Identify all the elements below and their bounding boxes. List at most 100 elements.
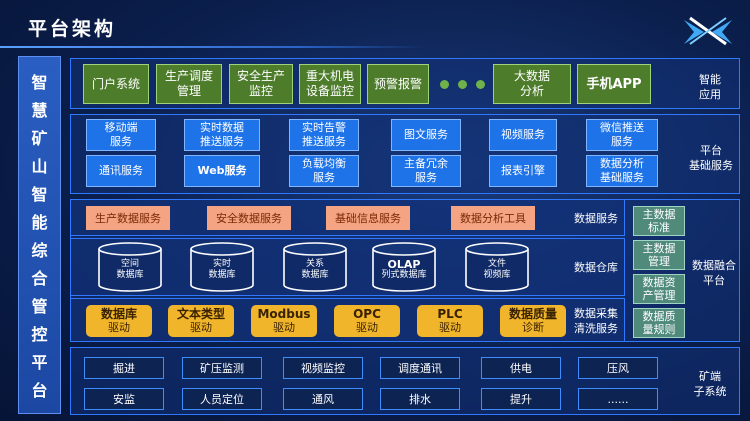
subsystem-box[interactable]: ...... — [578, 388, 658, 410]
data-service-box[interactable]: 基础信息服务 — [326, 206, 410, 230]
database-label: 实时数据库 — [188, 259, 256, 281]
driver-type: 驱动 — [439, 321, 461, 334]
base-service-box[interactable]: 主备冗余 服务 — [391, 155, 461, 187]
box-label: 微信推送 服务 — [600, 121, 644, 148]
data-service-box[interactable]: 数据分析工具 — [451, 206, 535, 230]
box-label: 视频监控 — [301, 362, 345, 375]
column-char: 慧 — [31, 101, 48, 120]
database-cylinder[interactable]: 关系数据库 — [281, 242, 349, 292]
database-icon — [465, 242, 529, 292]
subsystem-box[interactable]: 压风 — [578, 357, 658, 379]
driver-name: 数据库 — [100, 307, 137, 321]
base-service-box[interactable]: 报表引擎 — [489, 155, 557, 187]
subsystem-box[interactable]: 视频监控 — [283, 357, 363, 379]
base-service-box[interactable]: 通讯服务 — [86, 155, 156, 187]
database-label: 空间数据库 — [96, 259, 164, 281]
database-label-line1: 关系 — [305, 259, 324, 269]
database-cylinder[interactable]: 实时数据库 — [188, 242, 256, 292]
box-label: 通讯服务 — [99, 164, 143, 177]
subsystem-box[interactable]: 安监 — [84, 388, 164, 410]
driver-box[interactable]: 数据质量诊断 — [500, 305, 566, 337]
database-label-line1: 空间 — [120, 259, 139, 269]
data-collect-label: 数据采集 清洗服务 — [566, 306, 626, 336]
box-label: 基础信息服务 — [335, 212, 401, 225]
base-service-box[interactable]: 实时告警 推送服务 — [289, 119, 359, 151]
column-char: 台 — [31, 381, 48, 400]
driver-box[interactable]: 数据库驱动 — [86, 305, 152, 337]
database-label-line1: OLAP — [387, 258, 421, 271]
ellipsis-dot-icon — [458, 80, 467, 89]
master-data-box[interactable]: 数据质 量规则 — [633, 308, 685, 338]
subsystem-box[interactable]: 排水 — [380, 388, 460, 410]
column-char: 平 — [31, 353, 48, 372]
column-char: 智 — [31, 73, 48, 92]
subsystem-box[interactable]: 人员定位 — [182, 388, 262, 410]
subsystem-box[interactable]: 供电 — [481, 357, 561, 379]
app-item-label: 门户系统 — [91, 76, 140, 91]
database-cylinder[interactable]: 文件视频库 — [463, 242, 531, 292]
app-mobile-box[interactable]: 手机APP — [577, 64, 651, 104]
box-label: 负载均衡 服务 — [302, 157, 346, 184]
column-char: 管 — [31, 297, 48, 316]
driver-name: OPC — [353, 307, 381, 321]
base-service-box[interactable]: 实时数据 推送服务 — [184, 119, 260, 151]
base-service-box[interactable]: 视频服务 — [489, 119, 557, 151]
box-label: Web服务 — [197, 164, 247, 177]
subsystem-box[interactable]: 调度通讯 — [380, 357, 460, 379]
box-label: 数据质 量规则 — [642, 310, 676, 336]
base-service-box[interactable]: 移动端 服务 — [86, 119, 156, 151]
layer-label-line: 数据采集 — [574, 307, 618, 320]
base-service-box[interactable]: 数据分析 基础服务 — [586, 155, 658, 187]
data-service-label: 数据服务 — [574, 212, 618, 225]
layer-label-line: 矿端 — [699, 370, 721, 383]
base-service-box[interactable]: Web服务 — [184, 155, 260, 187]
driver-type: 驱动 — [190, 321, 212, 334]
app-equipment-box[interactable]: 重大机电 设备监控 — [299, 64, 361, 104]
subsystem-box[interactable]: 通风 — [283, 388, 363, 410]
box-label: 主数据 标准 — [642, 208, 676, 234]
data-service-box[interactable]: 安全数据服务 — [207, 206, 291, 230]
subsystem-box[interactable]: 提升 — [481, 388, 561, 410]
driver-type: 驱动 — [108, 321, 130, 334]
app-bigdata-box[interactable]: 大数据 分析 — [493, 64, 571, 104]
app-scheduling-box[interactable]: 生产调度 管理 — [156, 64, 222, 104]
box-label: 供电 — [510, 362, 532, 375]
column-char: 山 — [31, 157, 48, 176]
app-alarm-box[interactable]: 预警报警 — [367, 64, 429, 104]
data-service-box[interactable]: 生产数据服务 — [86, 206, 170, 230]
master-data-box[interactable]: 数据资 产管理 — [633, 274, 685, 304]
box-label: 安监 — [113, 393, 135, 406]
database-cylinder[interactable]: 空间数据库 — [96, 242, 164, 292]
box-label: 实时数据 推送服务 — [200, 121, 244, 148]
master-data-box[interactable]: 主数据 标准 — [633, 206, 685, 236]
base-service-box[interactable]: 负载均衡 服务 — [289, 155, 359, 187]
base-service-box[interactable]: 微信推送 服务 — [586, 119, 658, 151]
subsystem-box[interactable]: 矿压监测 — [182, 357, 262, 379]
box-label: ...... — [607, 392, 629, 406]
title-underline — [0, 46, 425, 48]
layer-label-line: 应用 — [699, 88, 721, 101]
box-label: 移动端 服务 — [104, 121, 138, 148]
box-label: 生产数据服务 — [95, 212, 161, 225]
app-portal-box[interactable]: 门户系统 — [83, 64, 149, 104]
box-label: 主数据 管理 — [642, 242, 676, 268]
box-label: 数据资 产管理 — [642, 276, 676, 302]
app-safety-box[interactable]: 安全生产 监控 — [229, 64, 293, 104]
app-item-label: 重大机电 设备监控 — [305, 69, 354, 98]
driver-box[interactable]: 文本类型驱动 — [168, 305, 234, 337]
subsystem-box[interactable]: 掘进 — [84, 357, 164, 379]
box-label: 报表引擎 — [501, 164, 545, 177]
base-layer-label: 平台 基础服务 — [680, 143, 742, 173]
box-label: 实时告警 推送服务 — [302, 121, 346, 148]
base-service-box[interactable]: 图文服务 — [391, 119, 461, 151]
master-data-box[interactable]: 主数据 管理 — [633, 240, 685, 270]
database-label: 关系数据库 — [281, 259, 349, 281]
database-label-line1: 实时 — [212, 259, 231, 269]
box-label: 视频服务 — [501, 128, 545, 141]
layer-label-line: 清洗服务 — [574, 322, 618, 335]
